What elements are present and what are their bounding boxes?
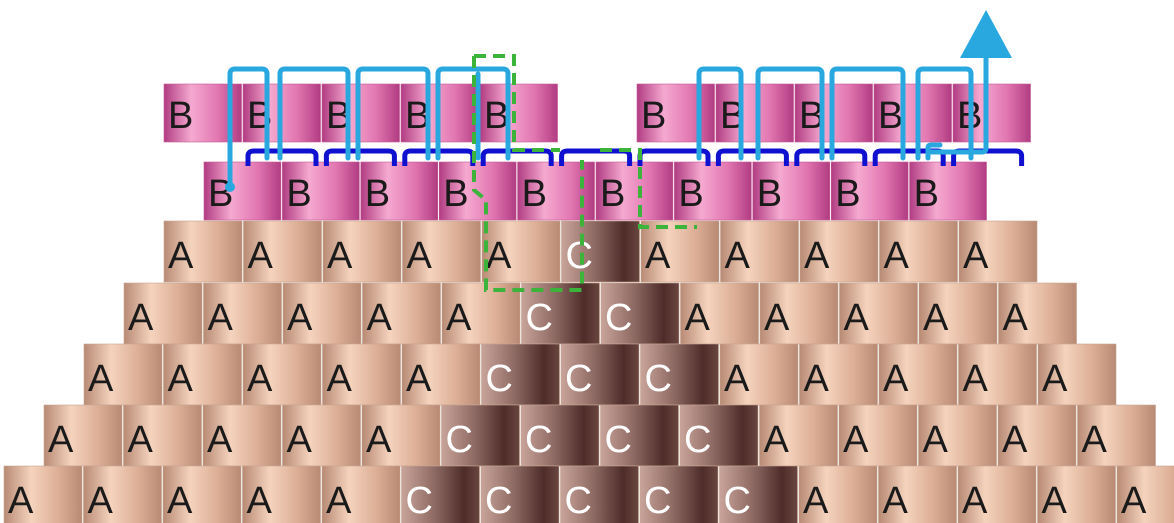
bead-label: A bbox=[962, 480, 988, 522]
bead-label: B bbox=[600, 173, 625, 215]
bead-label: A bbox=[764, 419, 790, 461]
bead-row-row-5: AAAAACCCAAAAA bbox=[84, 344, 1116, 405]
bead-label: A bbox=[843, 419, 869, 461]
bead-label: C bbox=[566, 235, 593, 277]
bead-label: A bbox=[446, 297, 472, 339]
bead-label: A bbox=[1082, 419, 1108, 461]
bead-label: C bbox=[526, 297, 553, 339]
bead-label: B bbox=[286, 173, 311, 215]
bead-label: A bbox=[8, 480, 34, 522]
bead-label: B bbox=[878, 95, 903, 137]
thread-arrow-head bbox=[960, 10, 1012, 58]
bead-label: A bbox=[287, 419, 313, 461]
bead-label: A bbox=[168, 358, 194, 400]
bead-label: A bbox=[883, 358, 909, 400]
bead-label: A bbox=[367, 297, 393, 339]
bead-label: C bbox=[605, 419, 632, 461]
bead-label: A bbox=[1003, 297, 1029, 339]
bead-row-row-3: AAAAACAAAAA bbox=[164, 221, 1037, 282]
bead-label: A bbox=[883, 480, 909, 522]
bead-label: A bbox=[208, 297, 234, 339]
bead-label: C bbox=[724, 480, 751, 522]
bead-label: C bbox=[565, 480, 592, 522]
bead-label: A bbox=[128, 297, 154, 339]
bead-label: A bbox=[88, 358, 114, 400]
bead-label: A bbox=[803, 480, 829, 522]
bead-label: A bbox=[804, 235, 830, 277]
bead-label: B bbox=[443, 173, 468, 215]
bead-label: A bbox=[248, 235, 274, 277]
bead-label: A bbox=[128, 419, 154, 461]
bead-label: A bbox=[724, 358, 750, 400]
bead-label: A bbox=[247, 358, 273, 400]
bead-label: A bbox=[326, 480, 352, 522]
bead-label: B bbox=[835, 173, 860, 215]
bead-label: A bbox=[407, 235, 433, 277]
bead-label: A bbox=[406, 358, 432, 400]
bead-label: C bbox=[406, 480, 433, 522]
bead-label: A bbox=[88, 480, 114, 522]
bead-label: B bbox=[914, 173, 939, 215]
bead-label: C bbox=[644, 480, 671, 522]
bead-label: A bbox=[247, 480, 273, 522]
bead-label: A bbox=[167, 480, 193, 522]
bead-label: C bbox=[684, 419, 711, 461]
bead-label: A bbox=[327, 235, 353, 277]
bead-label: A bbox=[764, 297, 790, 339]
bead-label: C bbox=[485, 480, 512, 522]
bead-label: A bbox=[48, 419, 74, 461]
bead-label: A bbox=[327, 358, 353, 400]
bead-label: A bbox=[207, 419, 233, 461]
bead-label: C bbox=[525, 419, 552, 461]
bead-label: A bbox=[486, 235, 512, 277]
bead-label: B bbox=[757, 173, 782, 215]
bead-label: C bbox=[605, 297, 632, 339]
bead-label: A bbox=[168, 235, 194, 277]
bead-label: B bbox=[678, 173, 703, 215]
bead-label: A bbox=[923, 419, 949, 461]
bead-label: A bbox=[844, 297, 870, 339]
bead-row-row-6: AAAAACCCCAAAAA bbox=[44, 405, 1156, 466]
bead-label: A bbox=[923, 297, 949, 339]
bead-label: B bbox=[365, 173, 390, 215]
bead-label: B bbox=[641, 95, 666, 137]
bead-label: B bbox=[522, 173, 547, 215]
bead-label: A bbox=[725, 235, 751, 277]
bead-label: A bbox=[884, 235, 910, 277]
bead-label: A bbox=[287, 297, 313, 339]
bead-label: A bbox=[804, 358, 830, 400]
bead-label: A bbox=[1042, 480, 1068, 522]
bead-label: A bbox=[1042, 358, 1068, 400]
bead-label: A bbox=[963, 235, 989, 277]
bead-label: C bbox=[486, 358, 513, 400]
bead-label: C bbox=[645, 358, 672, 400]
bead-label: A bbox=[685, 297, 711, 339]
bead-label: C bbox=[446, 419, 473, 461]
bead-label: A bbox=[963, 358, 989, 400]
bead-label: A bbox=[366, 419, 392, 461]
bead-label: A bbox=[645, 235, 671, 277]
bead-label: A bbox=[1002, 419, 1028, 461]
bead-label: B bbox=[168, 95, 193, 137]
bead-label: C bbox=[565, 358, 592, 400]
bead-label: A bbox=[1121, 480, 1147, 522]
bead-row-row-4: AAAAACCAAAAA bbox=[124, 283, 1077, 344]
